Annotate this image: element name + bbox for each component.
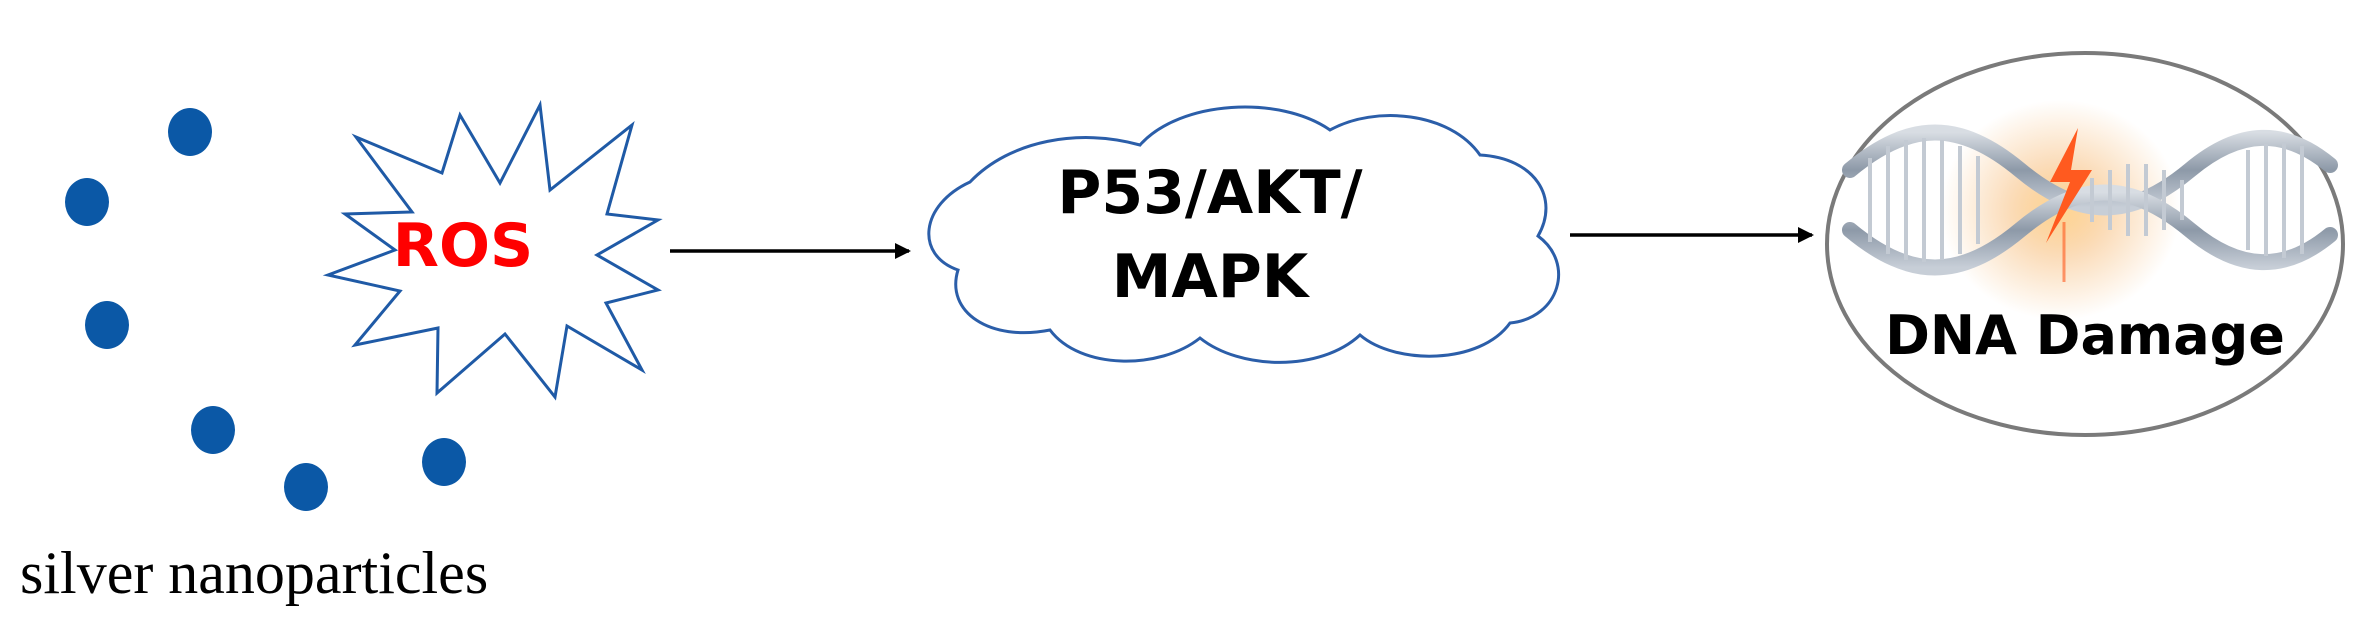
cloud-icon [927,105,1561,364]
nanoparticles-group [65,108,466,511]
starburst-icon [322,99,663,401]
lightning-icon [2046,128,2092,243]
dot-icon [168,108,212,156]
dot-icon [85,301,129,349]
dna-rungs [1868,138,2304,262]
outcome-label: DNA Damage [1885,304,2285,367]
ros-label: ROS [393,211,533,281]
dot-icon [422,438,466,486]
pathway-label-line2: MAPK [1112,242,1311,312]
dot-icon [65,178,109,226]
nanoparticles-label: silver nanoparticles [20,540,488,606]
dot-icon [191,406,235,454]
dot-icon [284,463,328,511]
pathway-label-line1: P53/AKT/ [1057,158,1362,228]
dna-helix-icon [1842,100,2338,320]
